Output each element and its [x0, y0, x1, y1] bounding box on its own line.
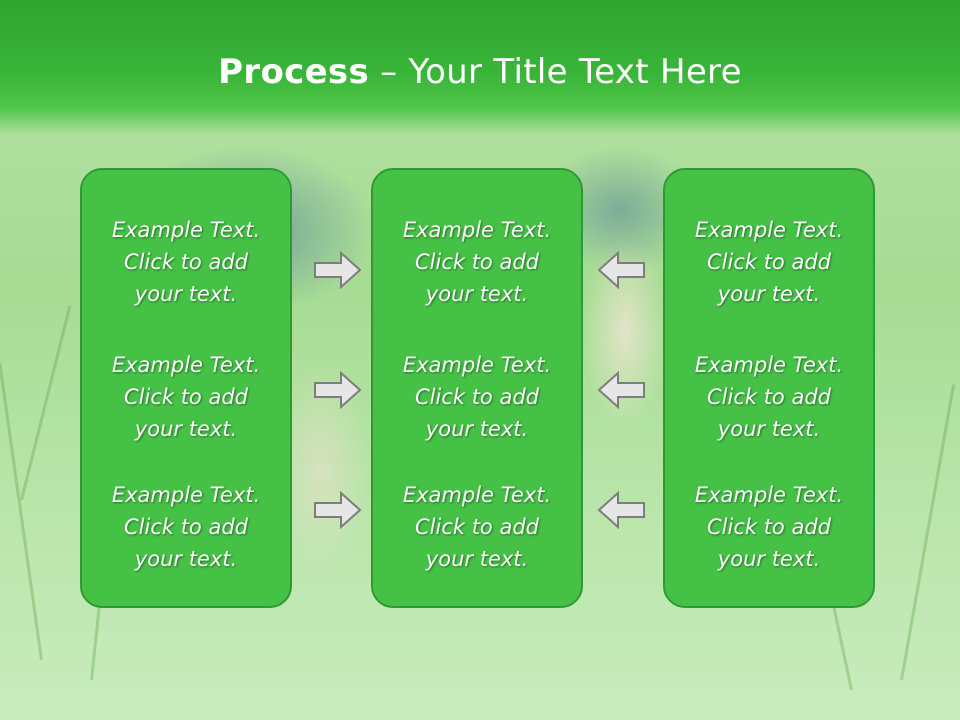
arrow-right-icon — [314, 370, 362, 410]
arrow-left-icon — [597, 370, 645, 410]
text-line: your text. — [134, 547, 238, 571]
arrow-right-icon — [314, 490, 362, 530]
box-text[interactable]: Example Text. Click to add your text. — [665, 479, 873, 575]
header-band — [0, 0, 960, 135]
arrow-left-icon — [597, 250, 645, 290]
grass-blade — [20, 305, 72, 501]
box-text[interactable]: Example Text. Click to add your text. — [665, 214, 873, 310]
text-line: Example Text. — [694, 483, 844, 507]
arrow-left-icon — [597, 490, 645, 530]
text-line: Example Text. — [402, 483, 552, 507]
text-line: Click to add — [414, 515, 539, 539]
text-line: Click to add — [414, 250, 539, 274]
text-line: Example Text. — [111, 218, 261, 242]
text-line: Example Text. — [402, 218, 552, 242]
text-line: Click to add — [123, 250, 248, 274]
text-line: Click to add — [123, 385, 248, 409]
process-box-center[interactable]: Example Text. Click to add your text. Ex… — [371, 168, 583, 608]
text-line: your text. — [425, 282, 529, 306]
text-line: Click to add — [706, 385, 831, 409]
box-text[interactable]: Example Text. Click to add your text. — [373, 214, 581, 310]
grass-blade — [0, 362, 43, 661]
arrow-right-icon — [314, 250, 362, 290]
text-line: Example Text. — [694, 218, 844, 242]
text-line: your text. — [425, 547, 529, 571]
text-line: your text. — [425, 417, 529, 441]
process-box-right[interactable]: Example Text. Click to add your text. Ex… — [663, 168, 875, 608]
box-text[interactable]: Example Text. Click to add your text. — [665, 349, 873, 445]
text-line: Click to add — [123, 515, 248, 539]
box-text[interactable]: Example Text. Click to add your text. — [82, 479, 290, 575]
process-box-left[interactable]: Example Text. Click to add your text. Ex… — [80, 168, 292, 608]
grass-blade — [900, 384, 956, 681]
box-text[interactable]: Example Text. Click to add your text. — [373, 479, 581, 575]
box-text[interactable]: Example Text. Click to add your text. — [373, 349, 581, 445]
slide-title[interactable]: Process – Your Title Text Here — [0, 52, 960, 92]
text-line: Example Text. — [111, 483, 261, 507]
text-line: Example Text. — [694, 353, 844, 377]
text-line: Click to add — [706, 515, 831, 539]
title-rest: – Your Title Text Here — [369, 52, 742, 92]
title-bold: Process — [218, 52, 370, 92]
text-line: your text. — [717, 547, 821, 571]
box-text[interactable]: Example Text. Click to add your text. — [82, 214, 290, 310]
text-line: your text. — [134, 282, 238, 306]
text-line: your text. — [717, 417, 821, 441]
text-line: your text. — [717, 282, 821, 306]
text-line: Click to add — [414, 385, 539, 409]
text-line: your text. — [134, 417, 238, 441]
text-line: Example Text. — [111, 353, 261, 377]
text-line: Example Text. — [402, 353, 552, 377]
box-text[interactable]: Example Text. Click to add your text. — [82, 349, 290, 445]
text-line: Click to add — [706, 250, 831, 274]
